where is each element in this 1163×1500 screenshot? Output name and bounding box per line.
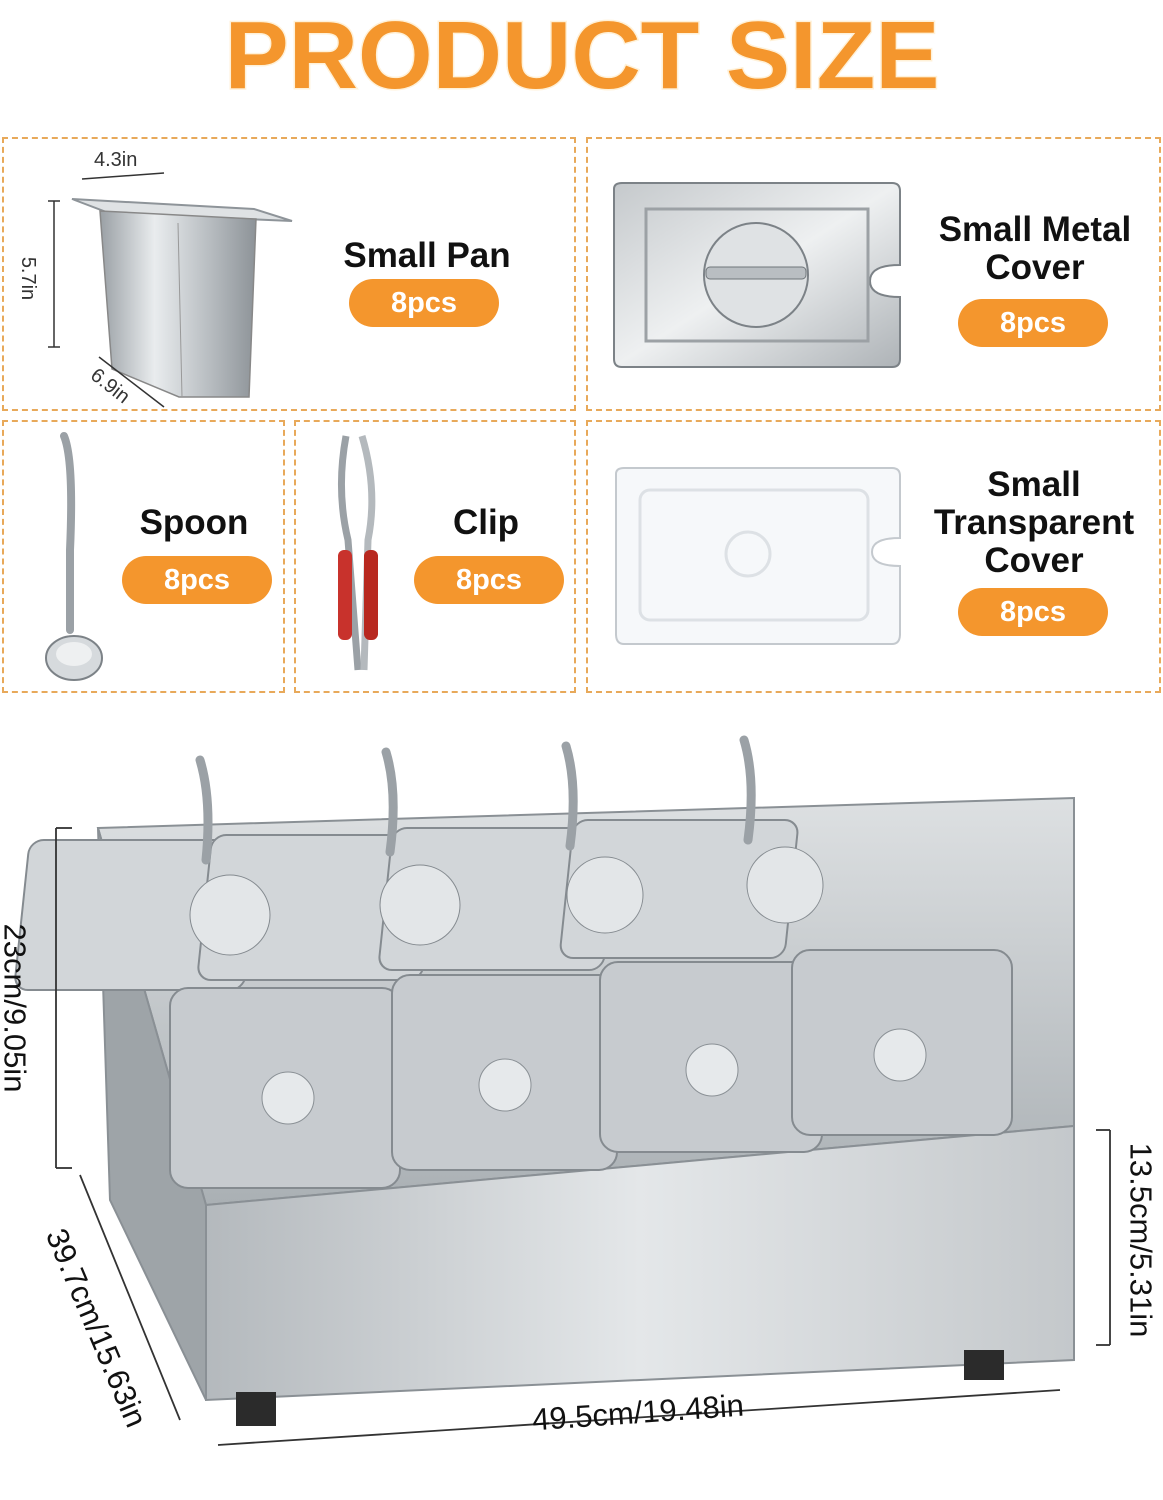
metal-cover-icon	[613, 182, 901, 368]
clip-label: Clip	[452, 503, 520, 542]
pan-width-label: 4.3in	[94, 149, 138, 171]
title-text: PRODUCT SIZE	[224, 2, 939, 109]
transparent-cover-icon	[615, 467, 901, 645]
unit-height-label: 23cm/9.05in	[0, 923, 33, 1093]
clip-qty-badge: 8pcs	[414, 556, 564, 604]
unit-foot-right	[964, 1350, 1004, 1380]
small-pan-label: Small Pan	[343, 236, 511, 275]
dimension-lines	[55, 827, 1111, 1446]
spoon-icon	[45, 432, 103, 681]
spoon-label: Spoon	[139, 503, 249, 542]
spoon-qty-badge: 8pcs	[122, 556, 272, 604]
metal-cover-label-line2: Cover	[985, 248, 1085, 287]
transparent-cover-qty-badge: 8pcs	[958, 588, 1108, 636]
metal-cover-label-line1: Small Metal	[938, 210, 1132, 249]
clip-card: Clip 8pcs	[294, 420, 576, 693]
transparent-cover-label-line1: Small	[987, 465, 1081, 504]
metal-cover-label: Small Metal Cover	[920, 211, 1150, 287]
page-title: PRODUCT SIZE	[0, 0, 1163, 111]
transparent-cover-card: Small Transparent Cover 8pcs	[586, 420, 1161, 693]
unit-base-height-label: 13.5cm/5.31in	[1123, 1142, 1159, 1338]
transparent-cover-label-line3: Cover	[984, 541, 1084, 580]
metal-cover-qty-badge: 8pcs	[958, 299, 1108, 347]
pan-icon	[48, 172, 293, 408]
title-graphic: PRODUCT SIZE	[223, 1, 941, 111]
unit-foot-left	[236, 1392, 276, 1426]
front-row-transparent-lids	[169, 949, 1013, 1189]
transparent-cover-label-line2: Transparent	[933, 503, 1135, 542]
spoon-card: Spoon 8pcs	[2, 420, 285, 693]
back-row-metal-lids	[14, 819, 824, 991]
spoon-handles	[195, 735, 756, 865]
metal-cover-card: Small Metal Cover 8pcs	[586, 137, 1161, 411]
small-pan-qty-badge: 8pcs	[349, 279, 499, 327]
transparent-cover-label: Small Transparent Cover	[924, 466, 1144, 580]
small-pan-card: 4.3in 5.7in 6.9in Small Pan 8pcs	[2, 137, 576, 411]
tongs-icon	[337, 435, 378, 671]
